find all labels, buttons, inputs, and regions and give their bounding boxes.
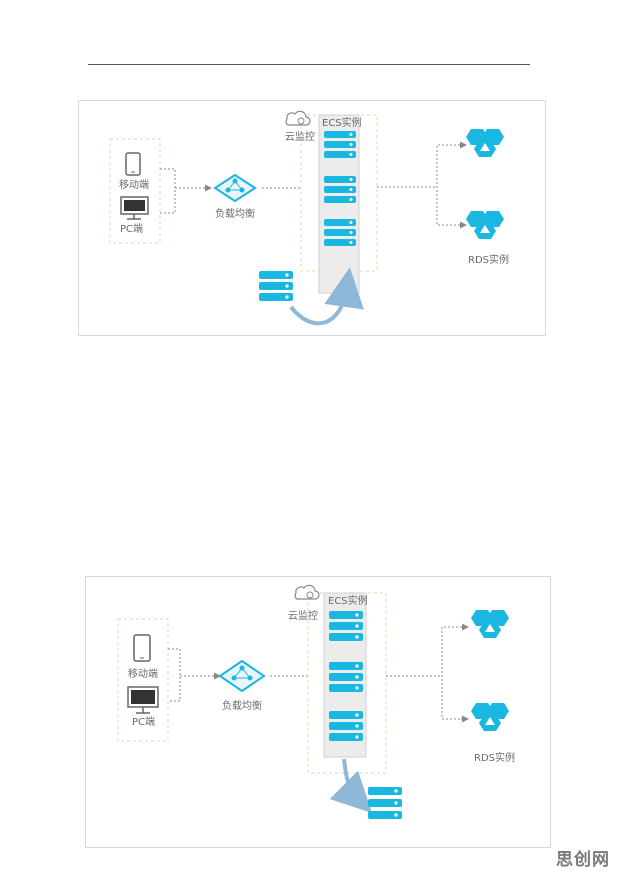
pc-monitor-icon bbox=[120, 196, 149, 220]
ecs-server-stack-1 bbox=[329, 611, 363, 641]
architecture-diagram-2: 移动端 PC端 负载均衡 云监控 ECS实例 RDS实例 bbox=[85, 576, 551, 848]
architecture-diagram-1: 移动端 PC端 负载均衡 云监控 ECS实例 RDS实例 bbox=[78, 100, 546, 336]
pc-label: PC端 bbox=[120, 224, 144, 235]
ecs-server-stack-2 bbox=[329, 662, 363, 692]
ecs-server-stack-2 bbox=[324, 176, 356, 203]
rds-label: RDS实例 bbox=[474, 753, 515, 764]
mobile-label: 移动端 bbox=[128, 669, 158, 680]
load-balancer-label: 负载均衡 bbox=[215, 209, 255, 220]
standby-server-stack bbox=[368, 787, 402, 819]
load-balancer-icon bbox=[218, 659, 266, 693]
rds-label: RDS实例 bbox=[468, 255, 509, 266]
cloud-monitor-icon bbox=[285, 110, 311, 126]
cloud-monitor-icon bbox=[294, 584, 320, 600]
mobile-label: 移动端 bbox=[119, 180, 149, 191]
rds-database-icon-1 bbox=[471, 610, 509, 638]
mobile-phone-icon bbox=[133, 634, 151, 662]
cloud-monitor-label: 云监控 bbox=[285, 132, 315, 143]
ecs-label: ECS实例 bbox=[328, 596, 368, 607]
load-balancer-label: 负载均衡 bbox=[222, 701, 262, 712]
standby-server-stack bbox=[259, 271, 293, 301]
ecs-server-stack-3 bbox=[324, 219, 356, 246]
load-balancer-icon bbox=[213, 173, 257, 203]
rds-database-icon-1 bbox=[466, 129, 504, 157]
mobile-phone-icon bbox=[125, 152, 141, 176]
rds-database-icon-2 bbox=[466, 211, 504, 239]
watermark-text: 思创网 bbox=[556, 850, 610, 870]
ecs-server-stack-3 bbox=[329, 711, 363, 741]
ecs-label: ECS实例 bbox=[322, 118, 362, 129]
top-divider bbox=[88, 64, 530, 65]
pc-monitor-icon bbox=[127, 686, 159, 714]
rds-database-icon-2 bbox=[471, 703, 509, 731]
cloud-monitor-label: 云监控 bbox=[288, 611, 318, 622]
ecs-server-stack-1 bbox=[324, 131, 356, 158]
pc-label: PC端 bbox=[132, 717, 156, 728]
